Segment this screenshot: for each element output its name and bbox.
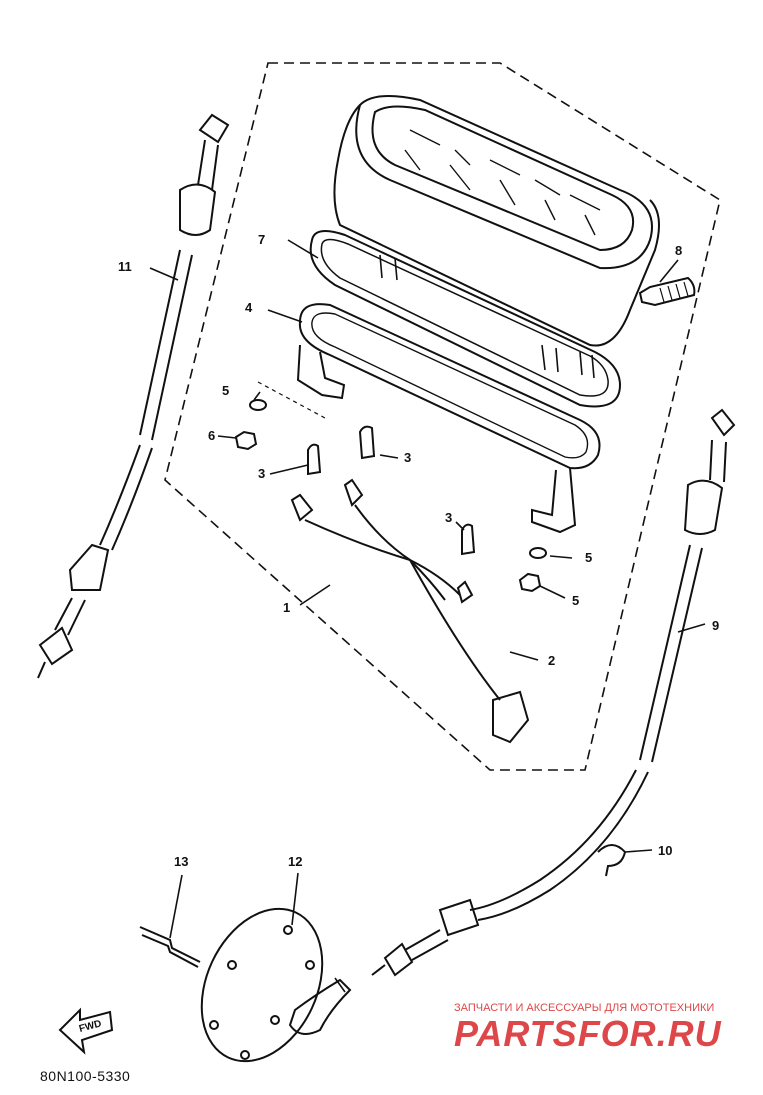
drive-pin (139, 926, 201, 968)
label-part-3-left: 3 (258, 466, 265, 481)
label-part-3-mid: 3 (404, 450, 411, 465)
figure-code: 80N100-5330 (40, 1068, 131, 1084)
label-part-4: 4 (245, 300, 253, 315)
bulb-b (358, 425, 376, 460)
label-part-5-left: 5 (222, 383, 229, 398)
label-part-8: 8 (675, 243, 682, 258)
fwd-arrow-icon (58, 1007, 114, 1055)
nut-left (234, 430, 258, 451)
label-part-11: 11 (118, 259, 132, 274)
speedometer-gear-unit (200, 907, 352, 1063)
gasket (309, 230, 622, 408)
wiring-harness (290, 478, 530, 744)
label-part-9: 9 (712, 618, 719, 633)
label-part-10: 10 (658, 843, 672, 858)
label-part-12: 12 (288, 854, 302, 869)
fwd-arrow-label: FWD (78, 1018, 103, 1035)
speedometer-cable-right (371, 408, 736, 977)
meter-bracket (296, 303, 601, 534)
label-part-2: 2 (548, 653, 555, 668)
meter-housing (333, 95, 660, 379)
label-part-6: 6 (208, 428, 215, 443)
speedometer-cable-left (37, 113, 230, 679)
assembly-boundary-dashed (164, 62, 721, 771)
trip-reset-knob (638, 276, 696, 307)
label-part-3-right: 3 (445, 510, 452, 525)
cable-clamp (597, 844, 627, 877)
watermark-brand: PARTSFOR.RU (454, 1013, 722, 1054)
washer-right (529, 547, 547, 559)
washer-left (249, 399, 267, 411)
bulb-c (461, 523, 476, 556)
bulb-a (307, 443, 322, 476)
watermark-tagline: ЗАПЧАСТИ И АКСЕССУАРЫ ДЛЯ МОТОТЕХНИКИ (454, 1002, 715, 1014)
label-part-7: 7 (258, 232, 265, 247)
nut-right (518, 572, 542, 593)
label-part-13: 13 (174, 854, 188, 869)
label-part-1: 1 (283, 600, 290, 615)
label-part-5-right-b: 5 (572, 593, 579, 608)
label-part-5-right-a: 5 (585, 550, 592, 565)
